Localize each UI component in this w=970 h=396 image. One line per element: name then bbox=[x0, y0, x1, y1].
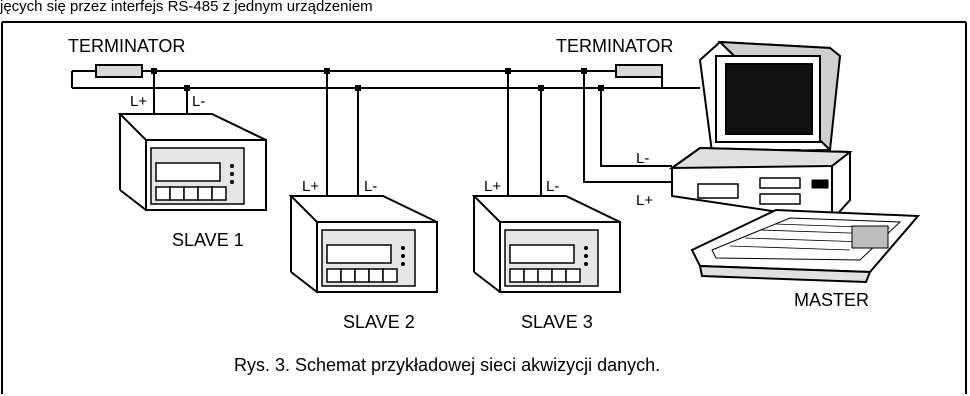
monitor-screen bbox=[726, 64, 812, 134]
terminator-left bbox=[72, 65, 142, 77]
slave3-lplus-label: L+ bbox=[484, 178, 501, 195]
terminator-right bbox=[616, 65, 662, 77]
master-label: MASTER bbox=[794, 290, 869, 310]
slave2-lminus-label: L- bbox=[364, 178, 377, 195]
terminator-left-label: TERMINATOR bbox=[68, 36, 185, 56]
slave1-lminus-label: L- bbox=[192, 93, 205, 110]
resistor-right bbox=[616, 65, 662, 77]
figure-caption: Rys. 3. Schemat przykładowej sieci akwiz… bbox=[234, 355, 660, 375]
slave1-label: SLAVE 1 bbox=[172, 230, 244, 250]
slave3-device bbox=[474, 196, 620, 292]
slave2-lplus-label: L+ bbox=[302, 178, 319, 195]
top-text: jęcych się przez interfejs RS-485 z jedn… bbox=[0, 0, 373, 15]
slave3-lminus-label: L- bbox=[546, 178, 559, 195]
slave1-device bbox=[120, 114, 266, 210]
bus bbox=[72, 71, 700, 88]
slave3-label: SLAVE 3 bbox=[521, 312, 593, 332]
master-lplus-label: L+ bbox=[636, 192, 653, 209]
drive-slot bbox=[698, 184, 738, 198]
master-lminus-label: L- bbox=[636, 150, 649, 167]
slave1-lplus-label: L+ bbox=[130, 93, 147, 110]
slave2-device bbox=[291, 196, 437, 292]
terminator-right-label: TERMINATOR bbox=[556, 36, 673, 56]
resistor-left bbox=[96, 65, 142, 77]
master-computer bbox=[672, 42, 918, 282]
slave2-label: SLAVE 2 bbox=[343, 312, 415, 332]
